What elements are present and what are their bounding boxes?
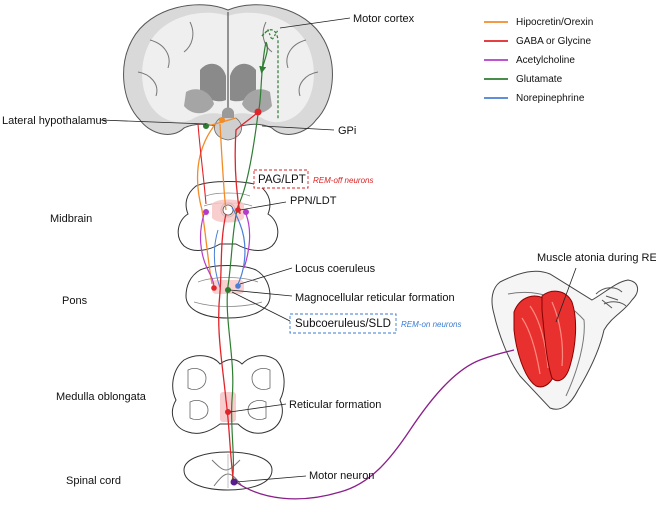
neuron-midbrain-purple-right [243,209,249,215]
neuron-pons-green [225,287,231,293]
legend-label-orexin: Hipocretin/Orexin [516,17,593,28]
label-medulla: Medulla oblongata [56,391,147,403]
ach-path-midbrain [199,213,215,289]
pathways [196,28,515,500]
label-rem-on: REM-on neurons [401,320,461,329]
orexin-path-left [196,125,215,285]
legend: Hipocretin/Orexin GABA or Glycine Acetyl… [484,17,593,104]
label-magnocellular: Magnocellular reticular formation [295,292,455,304]
neuron-midbrain-red [235,207,241,213]
legend-label-glutamate: Glutamate [516,74,563,85]
norepinephrine-path [231,207,246,289]
gaba-hypothalamus-path [197,123,207,205]
neuron-hypothalamus-green [203,123,209,129]
gaba-gpi-path [234,111,259,215]
labels: Motor cortex Lateral hypothalamus GPi PA… [2,13,656,487]
brain-coronal-section [123,4,333,141]
neuron-hypothalamus-orange [219,117,225,123]
label-gpi: GPi [338,125,356,137]
legend-label-gaba: GABA or Glycine [516,36,591,47]
neuron-gpi-red [254,108,262,116]
leader-lines [99,17,577,483]
pag-lpt-box [253,169,309,189]
neuron-pons-red [211,285,217,291]
neuron-motor [230,478,238,486]
neuron-midbrain-purple [203,209,209,215]
label-spinal-cord: Spinal cord [66,475,121,487]
legend-label-norepinephrine: Norepinephrine [516,93,585,104]
ach-peripheral-path [235,349,515,500]
orexin-path-center [219,123,227,211]
triceps-muscle [541,290,577,382]
label-midbrain: Midbrain [50,213,92,225]
label-ppn-ldt: PPN/LDT [290,195,337,207]
label-pons: Pons [62,295,88,307]
label-rem-off: REM-off neurons [313,176,373,185]
label-subcoeruleus: Subcoeruleus/SLD [295,318,391,330]
neuron-pons-blue [235,283,241,289]
label-locus-coeruleus: Locus coeruleus [295,263,376,275]
label-motor-neuron: Motor neuron [309,470,374,482]
gaba-descending-path [218,213,235,485]
label-lateral-hypothalamus: Lateral hypothalamus [2,115,108,127]
legend-label-acetylcholine: Acetylcholine [516,55,575,66]
midbrain-section [177,181,279,251]
label-motor-cortex: Motor cortex [353,13,415,25]
label-reticular: Reticular formation [289,399,381,411]
label-pag-lpt: PAG/LPT [258,174,306,186]
subcoeruleus-box [289,313,397,334]
spinal-cord-section [183,451,273,491]
glutamate-cortex-path [261,29,279,120]
label-muscle-atonia: Muscle atonia during REM [537,252,656,264]
neuron-medulla-red [225,409,231,415]
